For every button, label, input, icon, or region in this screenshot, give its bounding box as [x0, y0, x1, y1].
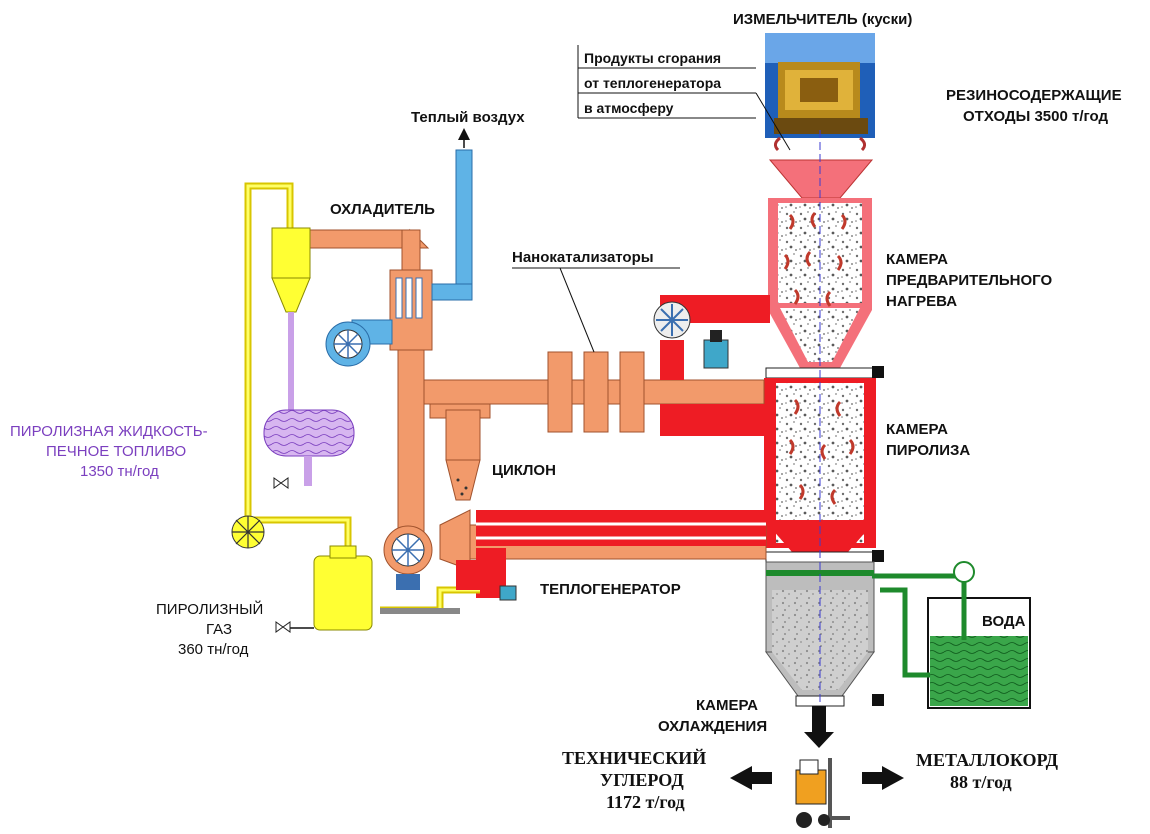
preheat-label-1: КАМЕРА	[886, 251, 948, 268]
pyrolysis-label-1: КАМЕРА	[886, 421, 948, 438]
condenser-column	[271, 227, 311, 412]
preheat-chamber	[765, 198, 884, 379]
feed-hopper	[768, 136, 874, 199]
gas-valve-wheel	[231, 515, 265, 549]
heat-generator-label: ТЕПЛОГЕНЕРАТОР	[540, 581, 681, 598]
preheat-chips	[783, 211, 847, 307]
combustion-label-1: Продукты сгорания	[584, 50, 721, 66]
heat-generator-stripes	[476, 522, 766, 540]
cyclone-label: ЦИКЛОН	[492, 462, 556, 479]
cooler-label: ОХЛАДИТЕЛЬ	[330, 201, 435, 218]
pyro-gas-label-3: 360 тн/год	[178, 641, 249, 658]
pyrolysis-label-2: ПИРОЛИЗА	[886, 442, 970, 459]
carbon-label-2: УГЛЕРОД	[600, 770, 684, 790]
combustion-label-2: от теплогенератора	[584, 75, 721, 91]
preheat-label-3: НАГРЕВА	[886, 293, 957, 310]
rubber-waste-label-2: ОТХОДЫ 3500 т/год	[963, 108, 1109, 125]
water-label: ВОДА	[982, 613, 1026, 630]
blower-top	[653, 301, 729, 369]
preheat-label-2: ПРЕДВАРИТЕЛЬНОГО	[886, 272, 1052, 289]
shredder-image	[765, 33, 875, 138]
liquid-fuel-tank	[263, 409, 355, 489]
cooling-label-1: КАМЕРА	[696, 697, 758, 714]
cooler-tubes	[395, 277, 423, 319]
pyro-liquid-label-3: 1350 тн/год	[80, 463, 159, 480]
water-tank	[872, 561, 1031, 709]
cooling-chamber	[765, 561, 884, 707]
blower-left	[325, 321, 371, 367]
forklift-icon	[795, 758, 850, 828]
metal-label-2: 88 т/год	[950, 772, 1012, 792]
heat-generator-fan	[380, 525, 517, 614]
carbon-label-1: ТЕХНИЧЕСКИЙ	[562, 747, 706, 768]
combustion-label-3: в атмосферу	[584, 100, 674, 116]
nanocatalyst-leader-tip	[559, 267, 595, 353]
cooling-label-2: ОХЛАЖДЕНИЯ	[658, 718, 767, 735]
rubber-waste-label-1: РЕЗИНОСОДЕРЖАЩИЕ	[946, 87, 1122, 104]
carbon-label-3: 1172 т/год	[606, 792, 685, 812]
metal-label-1: МЕТАЛЛОКОРД	[916, 750, 1059, 770]
cyclone	[445, 409, 481, 501]
shredder-label: ИЗМЕЛЬЧИТЕЛЬ (куски)	[733, 11, 912, 28]
pyrolysis-chips	[788, 398, 855, 505]
warm-air-label: Теплый воздух	[411, 109, 525, 126]
pyro-liquid-label-1: ПИРОЛИЗНАЯ ЖИДКОСТЬ-	[10, 423, 208, 440]
nanocatalysts-label: Нанокатализаторы	[512, 249, 654, 266]
pyro-gas-label-1: ПИРОЛИЗНЫЙ	[156, 600, 263, 618]
combustion-leader	[577, 45, 791, 151]
pyro-liquid-label-2: ПЕЧНОЕ ТОПЛИВО	[46, 443, 186, 460]
output-arrows	[730, 706, 904, 790]
pyro-gas-label-2: ГАЗ	[206, 621, 232, 638]
nanocatalyst-blocks	[547, 351, 645, 433]
pyrolysis-chamber	[764, 378, 884, 563]
gas-tank	[275, 545, 373, 633]
